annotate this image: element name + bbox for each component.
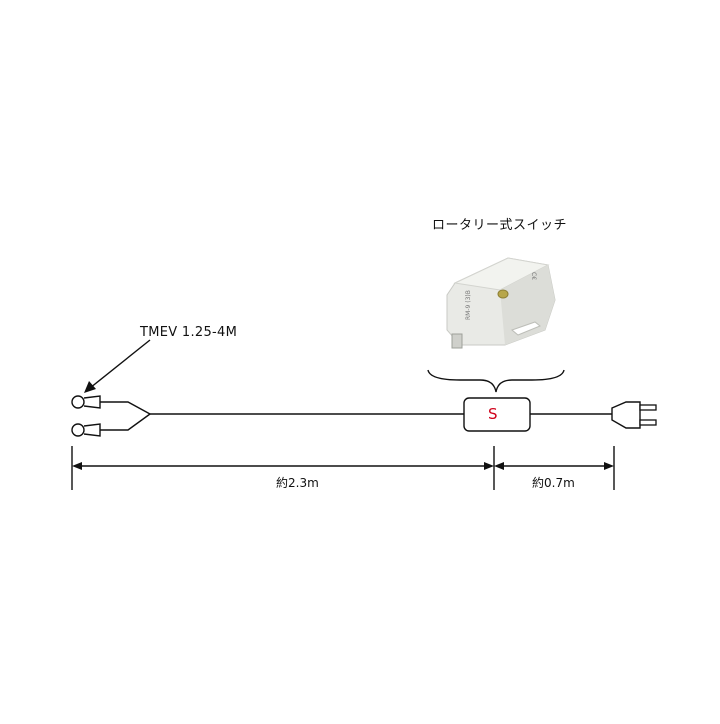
dimension-arrow: [604, 462, 614, 470]
dimension-arrow: [494, 462, 504, 470]
switch-symbol-label: S: [488, 405, 498, 423]
wire-split-top: [100, 401, 151, 415]
plug: [611, 401, 657, 429]
leader-arrowhead: [84, 381, 96, 393]
rotary-switch-photo: [446, 257, 556, 349]
wire-split-bottom: [100, 413, 151, 431]
length-main-label: 約2.3m: [276, 476, 319, 490]
ring-terminal-top: [71, 395, 101, 409]
terminal-label: TMEV 1.25-4M: [140, 325, 238, 340]
switch-title-label: ロータリー式スイッチ: [432, 218, 568, 233]
length-plug-label: 約0.7m: [532, 476, 575, 490]
leader-line: [89, 339, 151, 389]
switch-body-text: RM-9 (3)B: [465, 290, 472, 320]
ring-terminal-bottom: [71, 423, 101, 437]
dimension-arrow: [484, 462, 494, 470]
curly-brace: [427, 369, 565, 393]
switch-side-text: C€: [530, 272, 537, 280]
dimension-arrow: [72, 462, 82, 470]
